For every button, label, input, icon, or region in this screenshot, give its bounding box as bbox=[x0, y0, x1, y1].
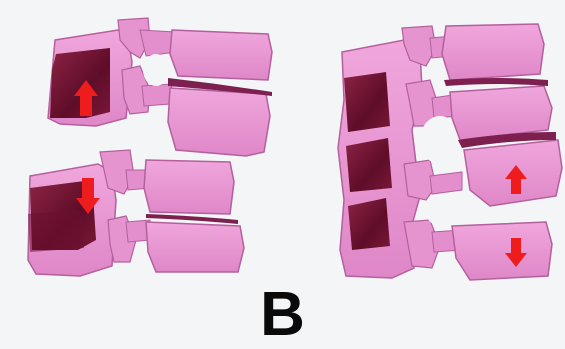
right-body-1 bbox=[442, 24, 544, 80]
right-vertebral-column bbox=[338, 24, 562, 280]
right-foramen-2 bbox=[426, 199, 450, 225]
right-cut-surface-upper bbox=[344, 72, 390, 132]
left-upper-body-top bbox=[170, 30, 272, 80]
left-lower-body-top bbox=[144, 160, 234, 214]
right-cut-surface-lower bbox=[348, 198, 390, 250]
panel-label: B bbox=[0, 284, 565, 346]
right-disc-gap-1 bbox=[444, 78, 548, 86]
left-lower-body-bottom bbox=[146, 222, 244, 272]
left-lower-cut-surface-bottom bbox=[28, 210, 84, 252]
left-lower-vertebra bbox=[28, 150, 244, 276]
left-upper-pars-lower bbox=[142, 84, 172, 106]
right-body-4 bbox=[452, 222, 552, 280]
right-body-2 bbox=[450, 86, 552, 140]
left-upper-foramen bbox=[143, 54, 169, 86]
right-cut-surface-middle bbox=[346, 138, 392, 192]
right-pars-3 bbox=[430, 172, 462, 194]
left-lower-foramen bbox=[123, 191, 145, 219]
left-upper-body-bottom bbox=[168, 88, 270, 156]
